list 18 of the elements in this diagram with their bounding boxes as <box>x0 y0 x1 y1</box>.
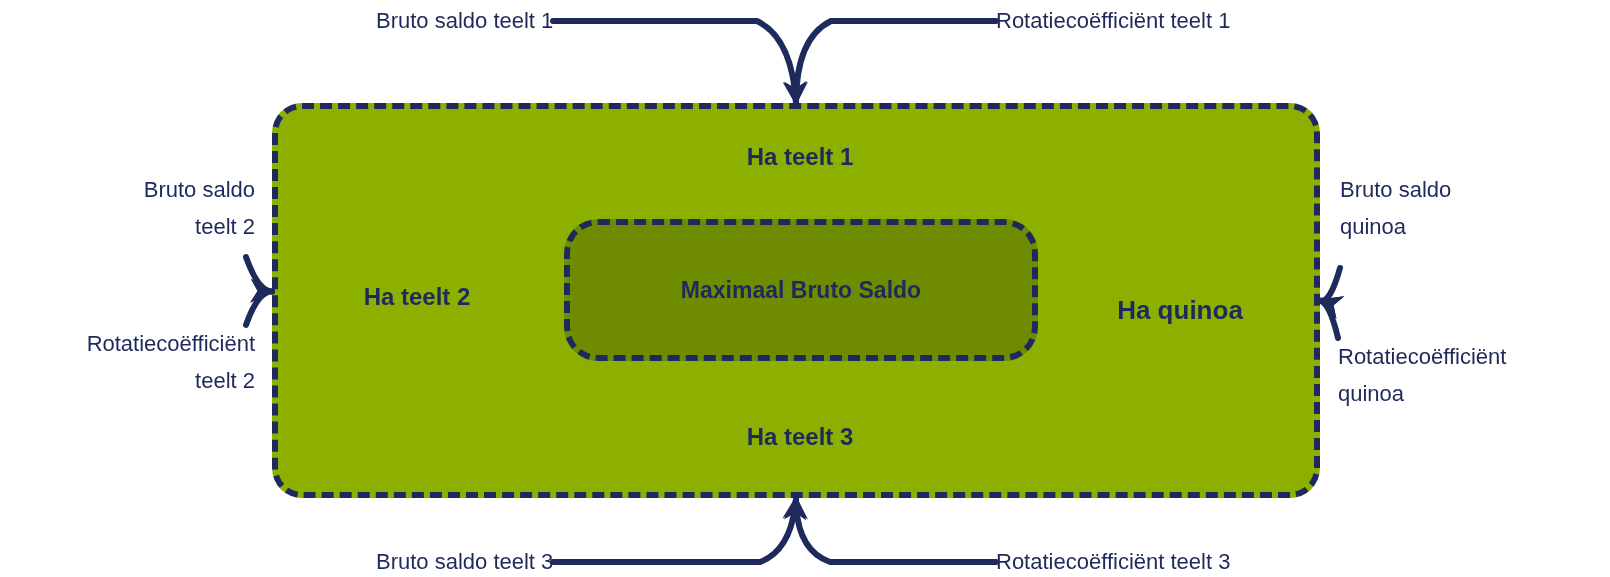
input-label: Rotatiecoëfficiënt teelt 2 <box>50 325 255 400</box>
dashed-rounded-box <box>564 219 1038 361</box>
curved-arrow <box>784 495 999 565</box>
input-label: Bruto saldo teelt 1 <box>376 2 554 40</box>
input-label: Rotatiecoëfficiënt teelt 1 <box>996 2 1231 40</box>
input-label: Rotatiecoëfficiënt teelt 3 <box>996 543 1231 577</box>
input-label: Bruto saldo teelt 2 <box>115 171 255 246</box>
input-label: Bruto saldo teelt 3 <box>376 543 554 577</box>
input-label: Bruto saldo quinoa <box>1340 171 1480 246</box>
curved-arrow <box>784 18 999 106</box>
area-label: Ha teelt 1 <box>746 143 854 171</box>
area-label: Ha teelt 2 <box>363 283 471 311</box>
area-label: Ha quinoa <box>1117 294 1243 326</box>
curved-arrow <box>1317 297 1345 341</box>
input-label: Rotatiecoëfficiënt quinoa <box>1338 338 1548 413</box>
dashed-rounded-box <box>272 103 1320 498</box>
area-label: Ha teelt 3 <box>746 423 854 451</box>
goal-label: Maximaal Bruto Saldo <box>680 276 922 304</box>
